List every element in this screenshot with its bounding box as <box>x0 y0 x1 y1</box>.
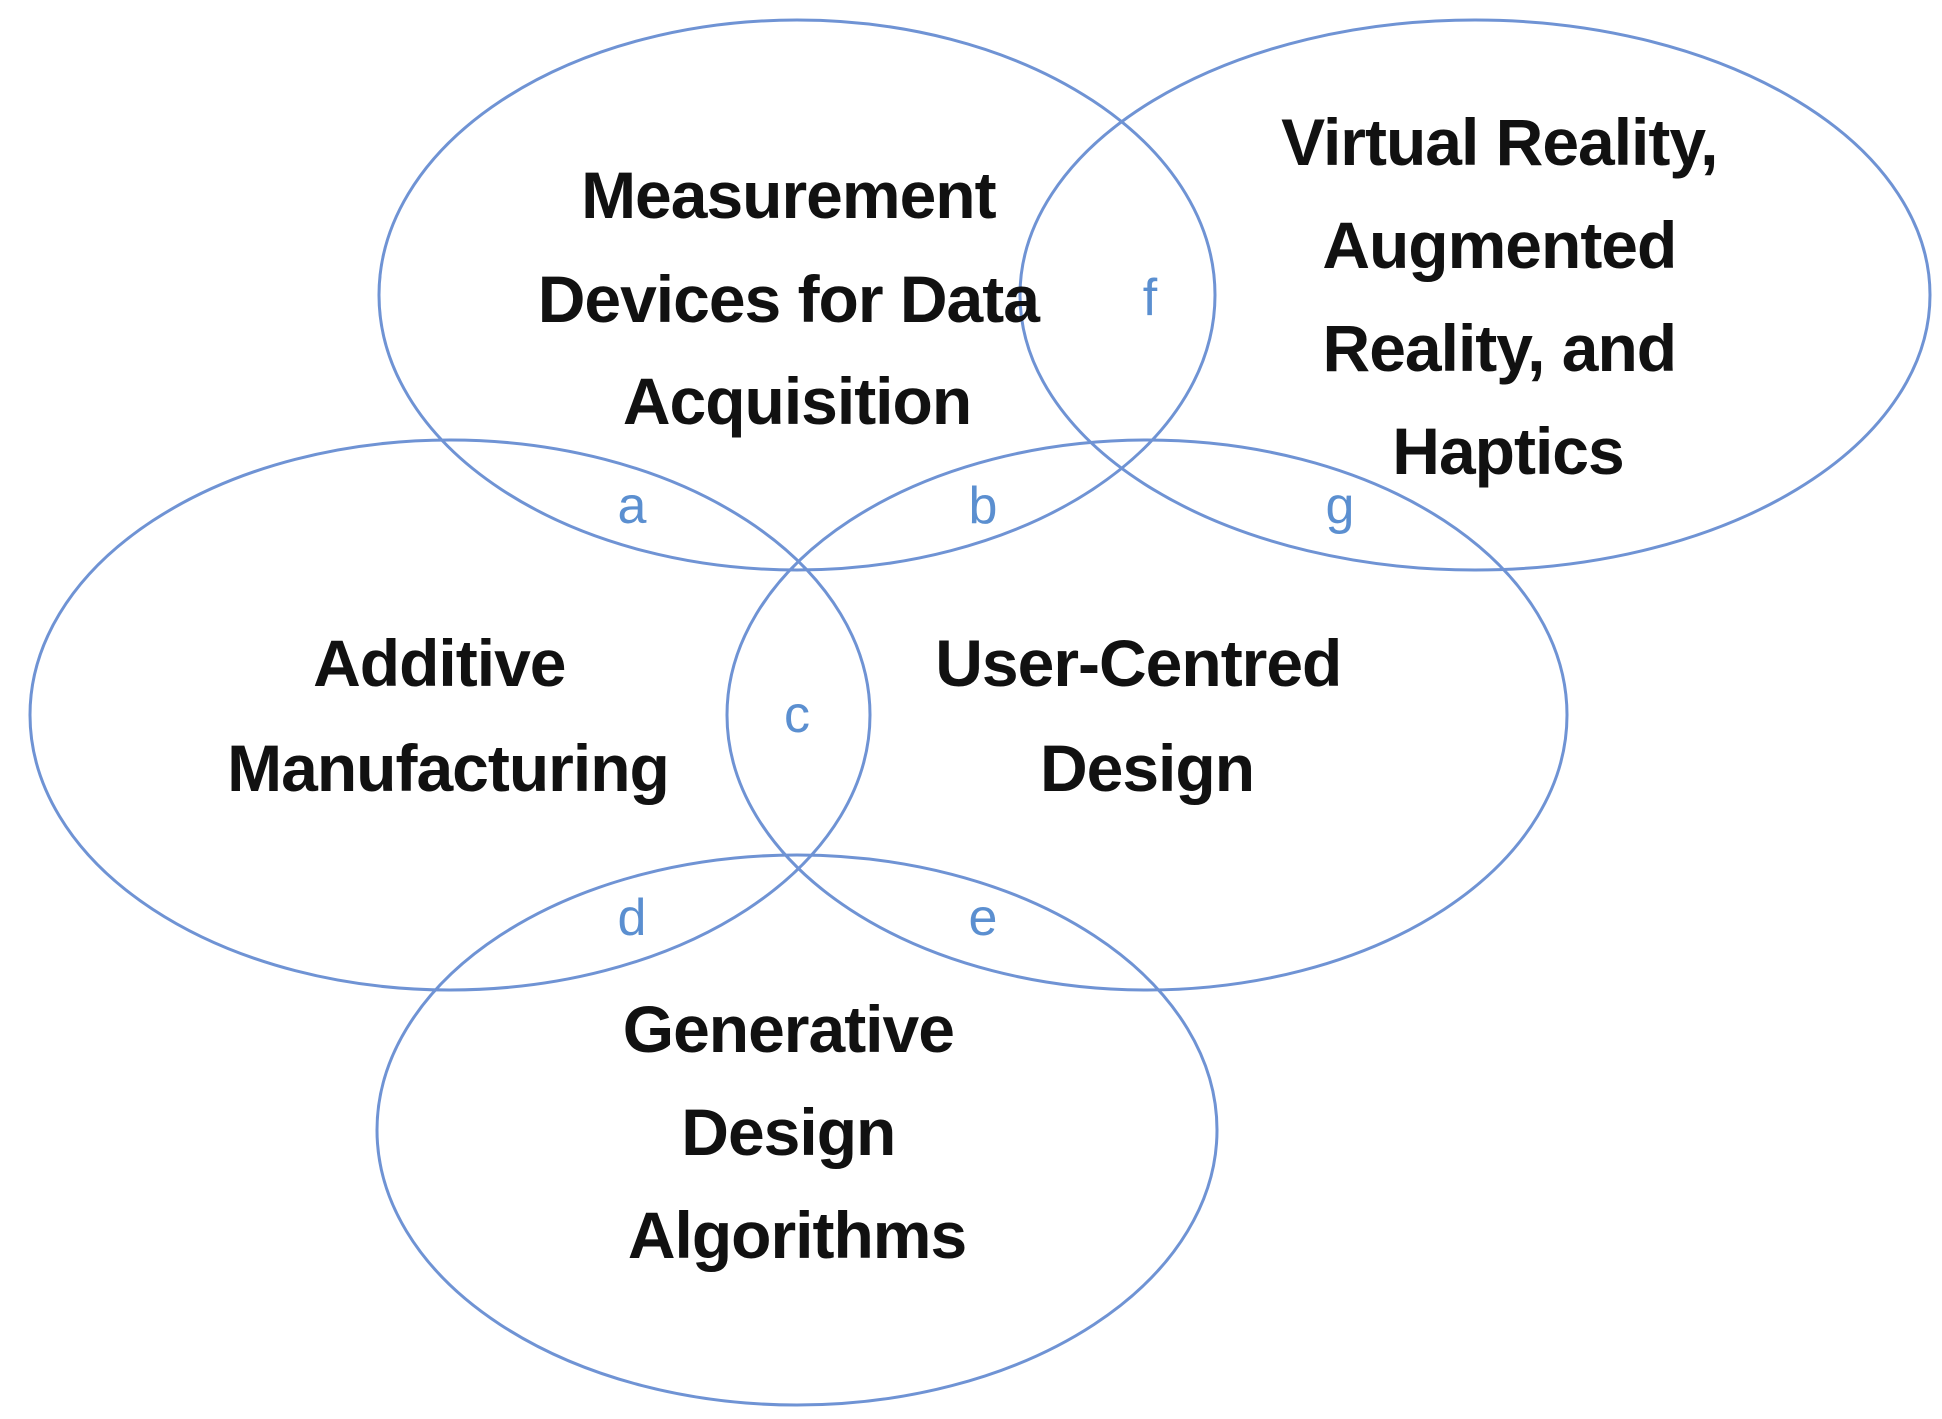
label-line: Additive <box>313 626 565 700</box>
label-line: Generative <box>623 992 954 1066</box>
label-virtual-reality: Virtual Reality, Augmented Reality, and … <box>1281 105 1735 488</box>
ellipse-user-centred-design <box>725 438 1569 992</box>
region-label-e: e <box>969 889 998 947</box>
region-label-f: f <box>1143 269 1158 327</box>
label-line: Design <box>681 1095 895 1169</box>
region-label-d: d <box>618 889 647 947</box>
region-label-b: b <box>969 477 998 535</box>
ellipse-measurement-devices <box>377 18 1217 572</box>
label-line: Acquisition <box>623 364 971 438</box>
label-line: Measurement <box>581 158 997 232</box>
ellipse-virtual-reality <box>1018 18 1932 572</box>
label-user-centred-design: User-Centred Design <box>935 626 1358 805</box>
ellipse-generative-design <box>375 853 1219 1407</box>
label-line: Algorithms <box>628 1198 966 1272</box>
region-label-a: a <box>618 477 647 535</box>
label-line: Haptics <box>1392 414 1623 488</box>
region-label-g: g <box>1326 477 1355 535</box>
label-line: Virtual Reality, <box>1281 105 1717 179</box>
region-label-c: c <box>784 686 810 744</box>
label-measurement-devices: Measurement Devices for Data Acquisition <box>538 158 1057 438</box>
label-line: Devices for Data <box>538 262 1042 336</box>
ellipse-additive-manufacturing <box>28 438 872 992</box>
label-generative-design: Generative Design Algorithms <box>623 992 972 1272</box>
label-additive-manufacturing: Additive Manufacturing <box>227 626 669 805</box>
label-line: Design <box>1040 731 1254 805</box>
label-line: User-Centred <box>935 626 1341 700</box>
label-line: Manufacturing <box>227 731 669 805</box>
label-line: Reality, and <box>1323 311 1677 385</box>
label-line: Augmented <box>1322 208 1676 282</box>
